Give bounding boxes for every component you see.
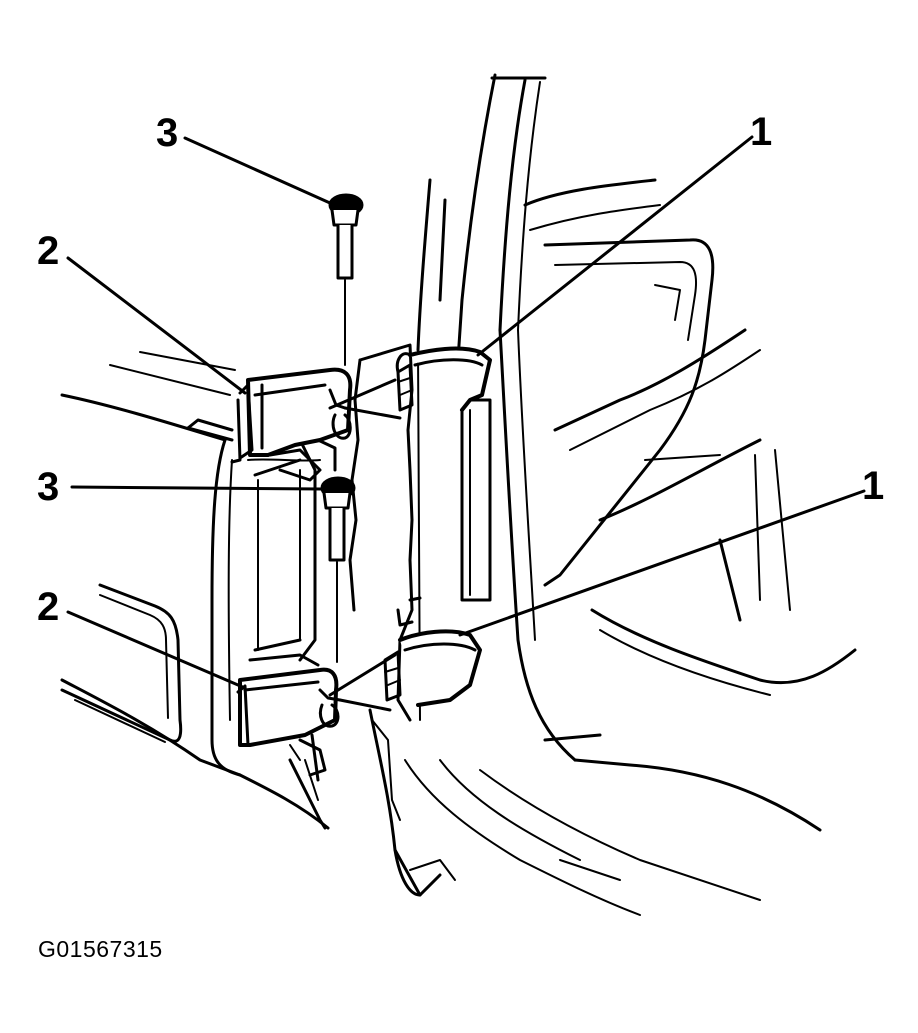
door-panel bbox=[60, 351, 330, 830]
figure-id: G01567315 bbox=[38, 936, 163, 962]
callout-1-upper: 1 bbox=[750, 110, 773, 154]
leader-2-upper bbox=[66, 256, 247, 395]
callout-3-lower: 3 bbox=[37, 465, 60, 509]
hinge-strap-plate bbox=[348, 343, 456, 897]
interior-panel bbox=[523, 178, 857, 742]
upper-body-hinge bbox=[395, 346, 492, 412]
lower-body-hinge bbox=[383, 629, 482, 707]
callout-2-upper: 2 bbox=[37, 229, 60, 273]
leader-1-upper bbox=[476, 135, 754, 357]
callout-3-upper: 3 bbox=[156, 111, 179, 155]
body-pillar bbox=[416, 73, 577, 762]
lower-hinge-pin bbox=[320, 476, 356, 663]
floor-lines bbox=[404, 758, 822, 916]
leader-1-lower bbox=[458, 489, 866, 637]
leader-3-lower bbox=[70, 485, 324, 491]
upper-door-hinge bbox=[230, 367, 402, 482]
callout-1-lower: 1 bbox=[862, 464, 885, 508]
leader-2-lower bbox=[66, 610, 247, 690]
lower-door-hinge bbox=[236, 653, 397, 782]
leader-lines bbox=[66, 135, 866, 690]
callout-2-lower: 2 bbox=[37, 585, 60, 629]
leader-3-upper bbox=[183, 136, 332, 205]
upper-hinge-pin bbox=[328, 193, 364, 366]
